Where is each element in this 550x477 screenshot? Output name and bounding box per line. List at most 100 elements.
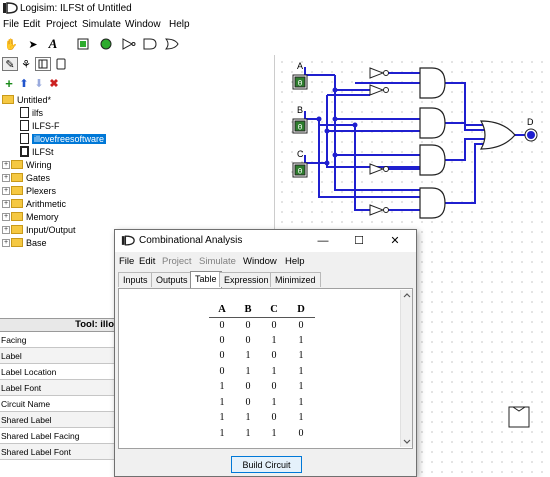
or-gate-icon[interactable] [164,37,180,51]
output-cell[interactable]: 1 [298,412,304,424]
input-pin-icon[interactable] [75,37,91,51]
attr-row-circuit-name[interactable]: Circuit Name [0,396,116,412]
table-cell: 1 [219,427,225,439]
output-pin-icon[interactable] [98,37,114,51]
close-button[interactable]: ✕ [390,235,400,247]
minimize-button[interactable]: — [317,235,329,247]
hand-poke-icon[interactable]: ✋ [4,38,18,51]
tab-outputs[interactable]: Outputs [151,272,193,287]
expand-icon[interactable]: + [2,186,10,195]
tree-circuit-illovefreesoftware[interactable]: illovefreesoftware [20,132,107,145]
dialog-menu-window[interactable]: Window [243,256,277,267]
tree-circuit-ilfst[interactable]: ILFSt [20,145,54,158]
table-cell: 0 [271,350,277,362]
folder-icon [11,238,23,247]
delete-circuit-icon[interactable]: ✖ [49,77,59,90]
attribute-table-header: Tool: illo [0,318,116,332]
circuit-icon [20,146,29,157]
tab-inputs[interactable]: Inputs [118,272,153,287]
simulate-tool-icon[interactable]: ⚘ [21,58,31,71]
attr-row-shared-label-facing[interactable]: Shared Label Facing [0,428,116,444]
folder-icon [11,225,23,234]
tree-library-wiring[interactable]: +Wiring [2,159,52,170]
tool-toolbar: ✋ ➤ A [0,34,275,54]
output-cell[interactable]: 1 [298,350,304,362]
table-cell: 1 [245,412,251,424]
tree-library-memory[interactable]: +Memory [2,211,59,222]
appearance-view-icon[interactable] [53,57,69,71]
maximize-button[interactable]: ☐ [354,235,364,247]
table-cell: 0 [219,334,225,346]
column-header-b: B [235,303,261,318]
add-circuit-icon[interactable]: + [5,75,13,91]
dialog-menu-project[interactable]: Project [162,256,192,267]
menu-help[interactable]: Help [169,19,190,30]
folder-icon [2,95,14,104]
attr-row-shared-label-font[interactable]: Shared Label Font [0,444,116,460]
text-tool-icon[interactable]: A [48,36,58,51]
attribute-table: Facing Label Label Location Label Font C… [0,332,116,477]
attr-row-label[interactable]: Label [0,348,116,364]
output-cell[interactable]: 1 [298,365,304,377]
menu-window[interactable]: Window [125,19,161,30]
tree-library-plexers[interactable]: +Plexers [2,185,57,196]
output-cell[interactable]: 1 [298,381,304,393]
expand-icon[interactable]: + [2,238,10,247]
tree-project[interactable]: Untitled* [2,93,51,106]
and-gate-icon[interactable] [142,37,158,51]
dialog-menu-file[interactable]: File [119,256,135,267]
circuit-icon [20,133,29,144]
attr-row-label-location[interactable]: Label Location [0,364,116,380]
table-cell: 0 [271,381,277,393]
dialog-menu-help[interactable]: Help [285,256,305,267]
attr-row-shared-label[interactable]: Shared Label [0,412,116,428]
table-cell: 1 [271,365,277,377]
output-cell[interactable]: 0 [298,319,304,331]
expand-icon[interactable]: + [2,212,10,221]
table-cell: 1 [271,396,277,408]
tree-library-input-output[interactable]: +Input/Output [2,224,76,235]
layout-view-icon[interactable] [35,57,51,71]
output-cell[interactable]: 0 [298,427,304,439]
menu-project[interactable]: Project [46,19,78,30]
window-title: Logisim: ILFSt of Untitled [20,3,132,14]
select-arrow-icon[interactable]: ➤ [28,38,38,51]
column-header-d: D [287,303,315,318]
table-cell: 0 [271,412,277,424]
scroll-down-icon[interactable] [403,439,411,444]
build-circuit-button[interactable]: Build Circuit [231,456,302,473]
tree-circuit-ilfs[interactable]: ilfs [20,106,43,119]
expand-icon[interactable]: + [2,160,10,169]
edit-tool-icon[interactable]: ✎ [2,57,18,71]
expand-icon[interactable]: + [2,225,10,234]
menu-simulate[interactable]: Simulate [82,19,121,30]
attr-row-label-font[interactable]: Label Font [0,380,116,396]
not-gate-icon[interactable] [121,37,137,51]
vertical-scrollbar[interactable] [400,290,412,447]
output-cell[interactable]: 1 [298,396,304,408]
tab-minimized[interactable]: Minimized [270,272,321,287]
dialog-menu-simulate[interactable]: Simulate [199,256,236,267]
folder-icon [11,173,23,182]
output-label-d: D [527,117,534,127]
move-up-icon[interactable]: ⬆ [19,77,29,90]
expand-icon[interactable]: + [2,173,10,182]
menu-edit[interactable]: Edit [23,19,41,30]
tree-library-base[interactable]: +Base [2,237,47,248]
tree-circuit-ilfs-f[interactable]: ILFS-F [20,119,60,132]
attr-row-facing[interactable]: Facing [0,332,116,348]
output-cell[interactable]: 1 [298,334,304,346]
tree-library-arithmetic[interactable]: +Arithmetic [2,198,67,209]
tree-library-gates[interactable]: +Gates [2,172,51,183]
scroll-up-icon[interactable] [403,293,411,298]
dialog-menu-edit[interactable]: Edit [139,256,156,267]
tab-expression[interactable]: Expression [219,272,274,287]
menu-file[interactable]: File [3,19,20,30]
tab-table[interactable]: Table [190,271,222,288]
expand-icon[interactable]: + [2,199,10,208]
move-down-icon[interactable]: ⬇ [34,77,44,90]
